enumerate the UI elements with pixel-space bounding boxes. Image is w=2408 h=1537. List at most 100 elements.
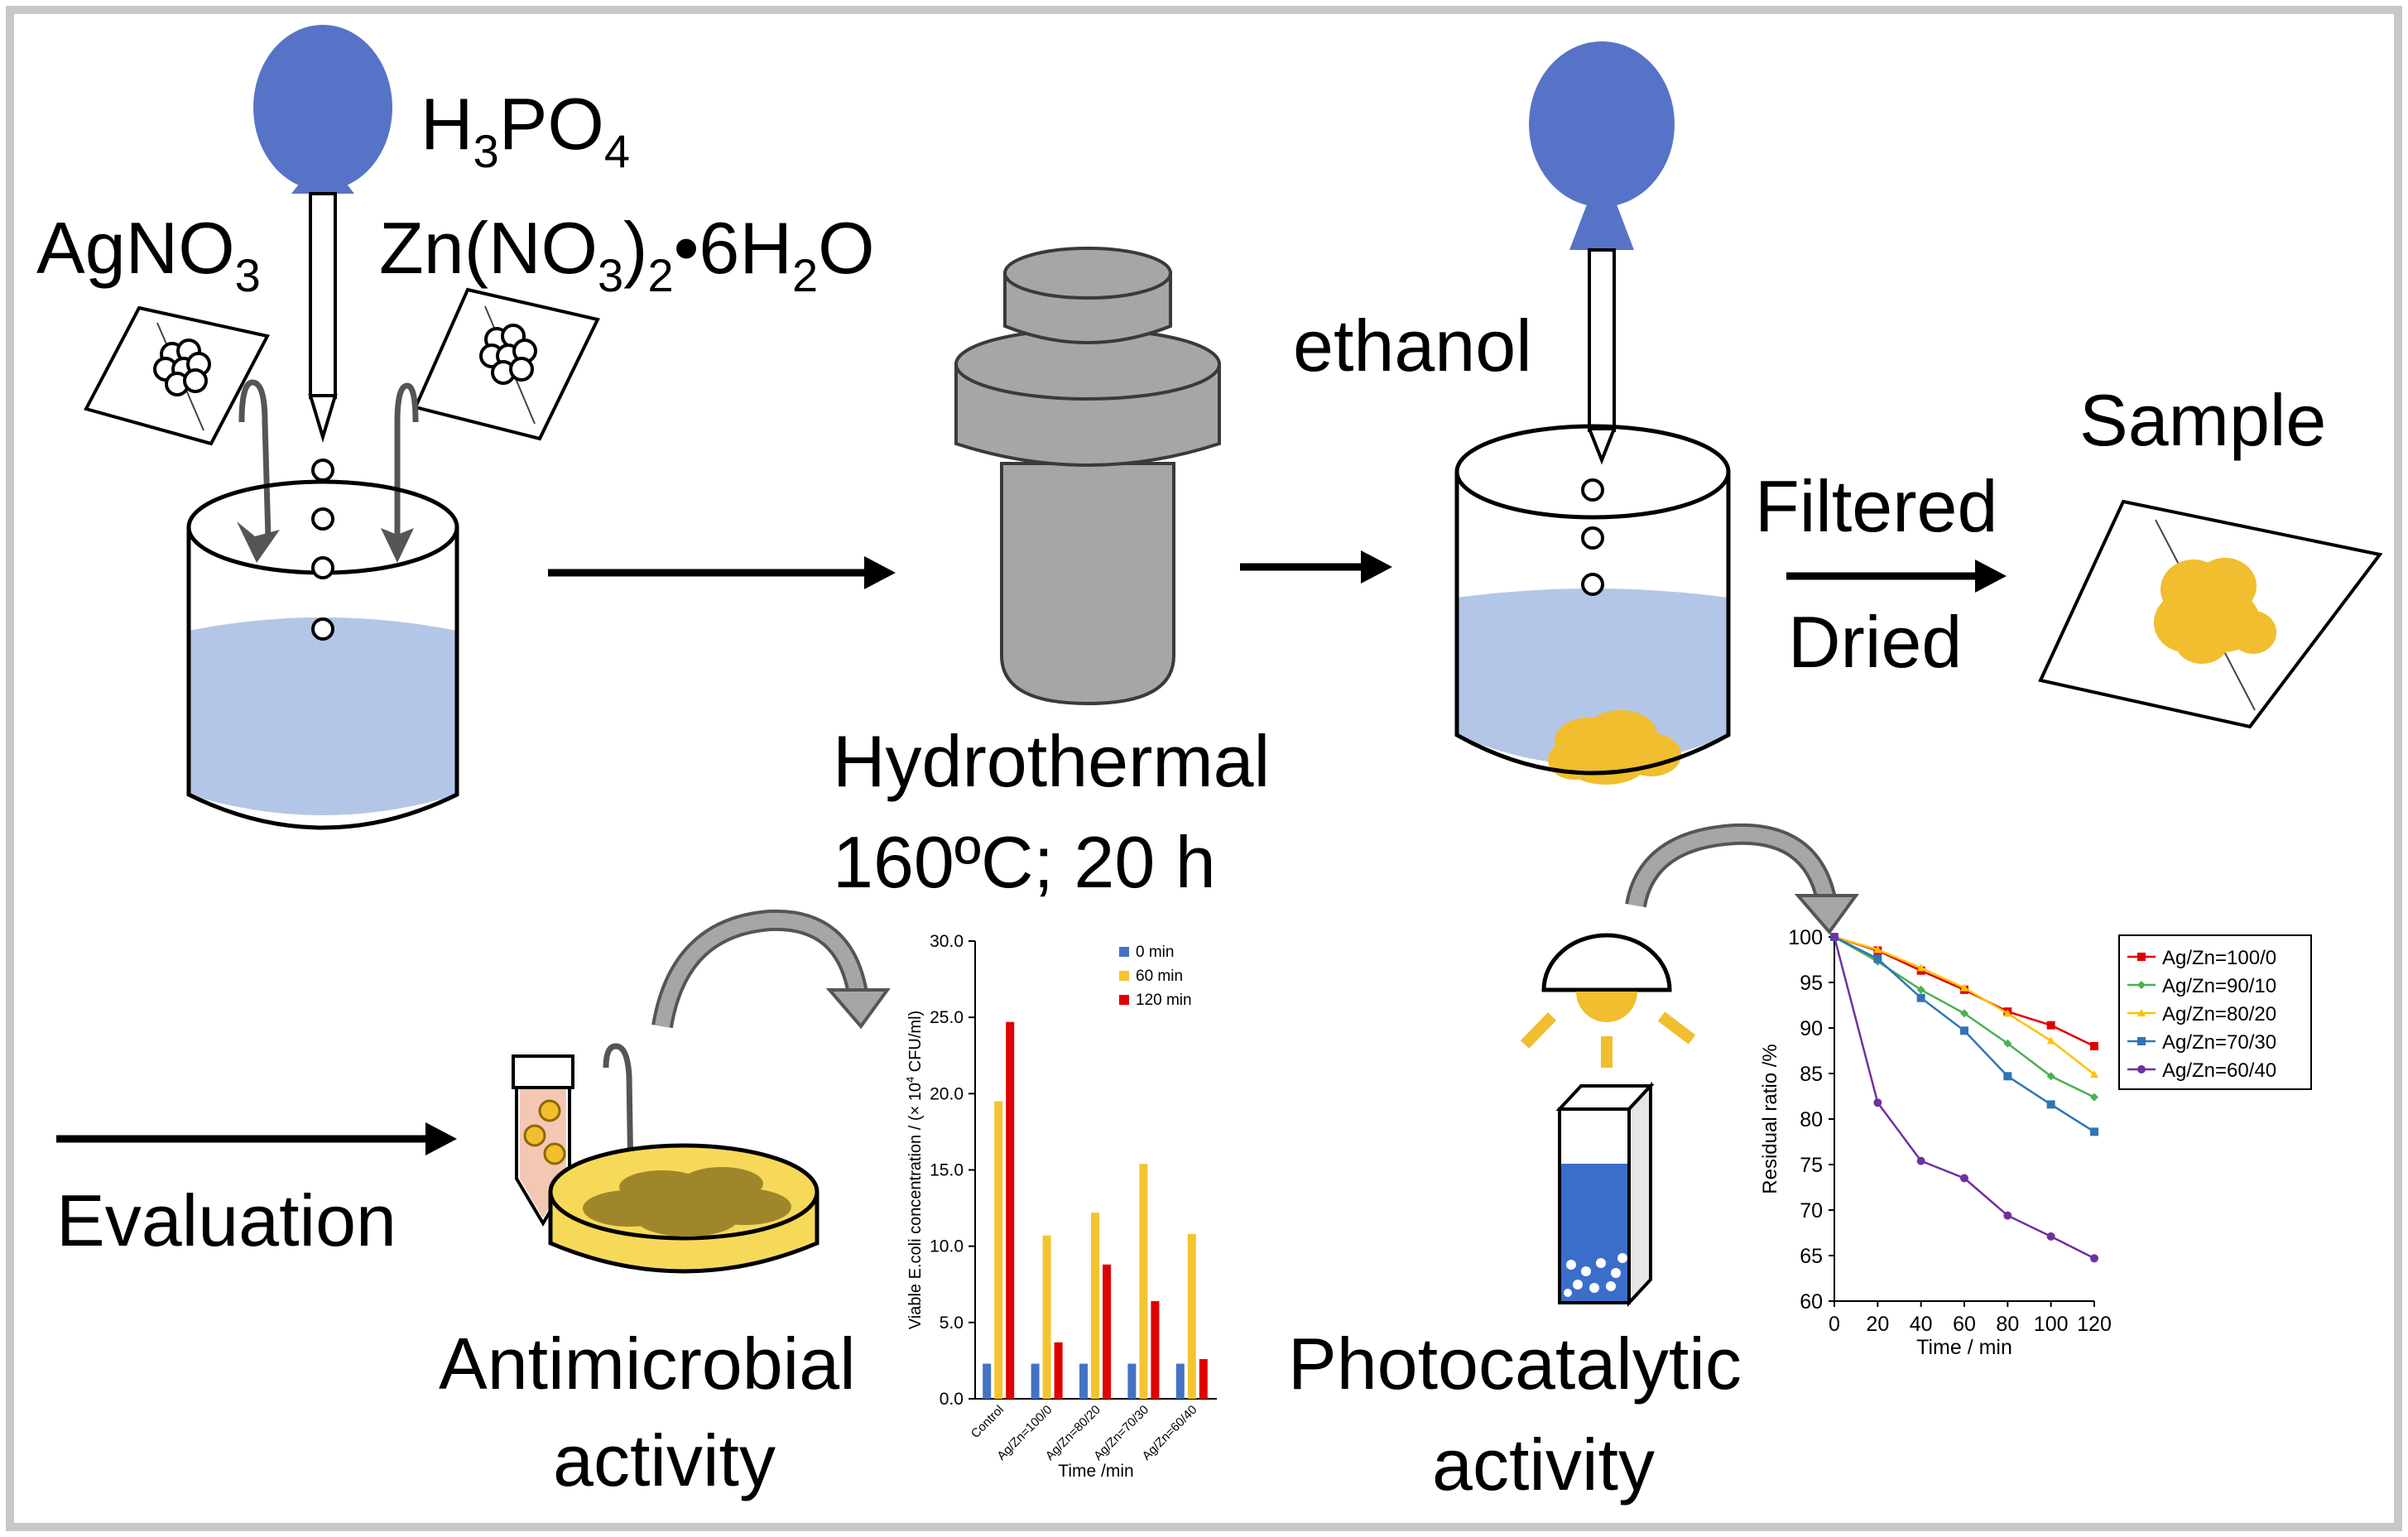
bar-chart-legend-swatch — [1119, 971, 1129, 981]
line-chart-x-tick-label: 100 — [2034, 1313, 2069, 1336]
bar-chart-bar — [1042, 1235, 1051, 1399]
line-chart-point — [2046, 1021, 2055, 1030]
zn-nitrate-label: Zn(NO3)2•6H2O — [379, 207, 875, 301]
line-chart-point — [2003, 1039, 2012, 1048]
washing-beaker — [1454, 424, 1731, 785]
bar-chart-y-tick-label: 5.0 — [940, 1314, 964, 1333]
line-chart-point — [2090, 1093, 2098, 1102]
line-chart-y-tick-label: 70 — [1800, 1199, 1823, 1222]
pour-arrow-left — [237, 379, 280, 563]
line-chart-point — [1960, 1009, 1968, 1018]
line-chart-y-axis-label: Residual ratio /% — [1759, 1044, 1781, 1194]
line-chart-point — [1873, 1098, 1882, 1107]
dried-label: Dried — [1788, 601, 1962, 683]
line-chart-legend-marker — [2137, 1065, 2146, 1073]
line-chart-point — [2003, 1072, 2012, 1081]
line-chart-point — [1916, 993, 1925, 1002]
pour-arrow-right — [381, 382, 419, 563]
line-chart-legend-label: Ag/Zn=60/40 — [2162, 1059, 2276, 1082]
line-chart-x-tick-label: 0 — [1829, 1313, 1840, 1336]
bar-chart-legend-label: 60 min — [1136, 968, 1183, 985]
line-chart-legend-label: Ag/Zn=100/0 — [2162, 947, 2276, 969]
sample-weighing-paper — [2038, 499, 2383, 729]
bar-chart-bar — [1006, 1021, 1015, 1399]
line-chart-x-tick-label: 20 — [1866, 1313, 1889, 1336]
line-chart-x-tick-label: 60 — [1953, 1313, 1976, 1336]
bar-chart-bar — [1151, 1301, 1160, 1399]
autoclave — [954, 247, 1221, 706]
precursor-dropper — [253, 25, 392, 443]
svg-text:Zn(NO3)2•6H2O: Zn(NO3)2•6H2O — [379, 207, 875, 301]
line-chart-y-tick-label: 95 — [1800, 972, 1823, 995]
line-chart-point — [2046, 1100, 2055, 1109]
conditions-label: 160ºC; 20 h — [833, 821, 1216, 903]
line-chart-y-tick-label: 80 — [1800, 1108, 1823, 1131]
filtered-label: Filtered — [1755, 465, 1997, 547]
bar-chart-bar — [1079, 1363, 1088, 1399]
evaluation-arrow — [56, 1122, 457, 1155]
bar-chart-bar — [1103, 1264, 1111, 1399]
agno3-weighing-paper — [84, 305, 270, 446]
hydrothermal-label: Hydrothermal — [833, 720, 1270, 802]
cuvette — [1555, 1081, 1655, 1308]
ethanol-label: ethanol — [1293, 305, 1532, 387]
line-chart-legend-label: Ag/Zn=70/30 — [2162, 1031, 2276, 1054]
line-chart-point — [2090, 1127, 2098, 1136]
line-chart-x-tick-label: 80 — [1996, 1313, 2019, 1336]
bar-chart-bar — [1139, 1164, 1148, 1399]
line-chart-point — [1960, 1174, 1968, 1183]
antimicrobial-curved-arrow — [651, 909, 891, 1030]
line-chart-point — [1873, 954, 1882, 963]
line-chart-y-tick-label: 100 — [1788, 926, 1823, 949]
bar-chart-y-tick-label: 0.0 — [940, 1390, 964, 1409]
sample-label: Sample — [2079, 379, 2326, 461]
line-chart-point — [1916, 963, 1925, 972]
line-chart-point — [1830, 933, 1838, 941]
petri-dish — [548, 1143, 819, 1274]
line-chart-y-tick-label: 60 — [1800, 1290, 1823, 1314]
bacterial-colonies — [583, 1167, 791, 1237]
bar-chart-y-tick-label: 30.0 — [930, 932, 964, 951]
line-chart-x-tick-label: 120 — [2077, 1313, 2112, 1336]
bar-chart-bar — [1187, 1233, 1196, 1399]
line-chart-y-tick-label: 85 — [1800, 1063, 1823, 1086]
line-chart-point — [1873, 945, 1882, 953]
bar-chart-bar — [1054, 1342, 1063, 1399]
process-arrow-3 — [1786, 560, 2007, 593]
line-chart-point — [2046, 1232, 2055, 1241]
bar-chart-legend-label: 120 min — [1136, 992, 1192, 1009]
svg-text:AgNO3: AgNO3 — [36, 207, 261, 301]
line-chart-point — [1916, 985, 1925, 994]
bar-chart-bar — [1031, 1363, 1040, 1399]
line-chart-x-tick-label: 40 — [1910, 1313, 1933, 1336]
line-chart-legend-label: Ag/Zn=90/10 — [2162, 975, 2276, 997]
svg-text:H3PO4: H3PO4 — [421, 83, 630, 177]
line-chart-y-tick-label: 65 — [1800, 1245, 1823, 1268]
line-chart-point — [2003, 1009, 2012, 1017]
h3po4-label: H3PO4 — [421, 83, 630, 177]
bar-chart-bar — [1127, 1363, 1137, 1399]
line-chart-point — [2046, 1072, 2055, 1081]
bar-chart-bar — [994, 1101, 1003, 1399]
line-chart-legend-marker — [2137, 1009, 2146, 1016]
line-chart-legend-marker — [2137, 981, 2146, 989]
bar-chart-y-tick-label: 20.0 — [930, 1084, 964, 1103]
line-chart-y-tick-label: 75 — [1800, 1154, 1823, 1177]
line-chart-x-axis-label: Time / min — [1916, 1336, 2012, 1359]
line-chart-legend-label: Ag/Zn=80/20 — [2162, 1003, 2276, 1025]
bar-chart-x-axis-label: Time /min — [1058, 1462, 1133, 1481]
line-chart-point — [2046, 1036, 2055, 1045]
bar-chart-y-tick-label: 25.0 — [930, 1008, 964, 1027]
precursor-beaker — [186, 459, 459, 830]
lamp — [1520, 933, 1696, 1068]
bar-chart-bar — [1175, 1363, 1185, 1399]
line-chart-legend-marker — [2137, 1037, 2146, 1045]
bar-chart-y-tick-label: 15.0 — [930, 1161, 964, 1180]
line-chart-legend-marker — [2137, 953, 2146, 961]
bar-chart-bar — [1091, 1213, 1099, 1399]
evaluation-label: Evaluation — [56, 1179, 397, 1261]
line-chart-y-tick-label: 90 — [1800, 1017, 1823, 1040]
sample-powder — [2154, 558, 2276, 664]
line-chart-point — [2003, 1211, 2012, 1220]
